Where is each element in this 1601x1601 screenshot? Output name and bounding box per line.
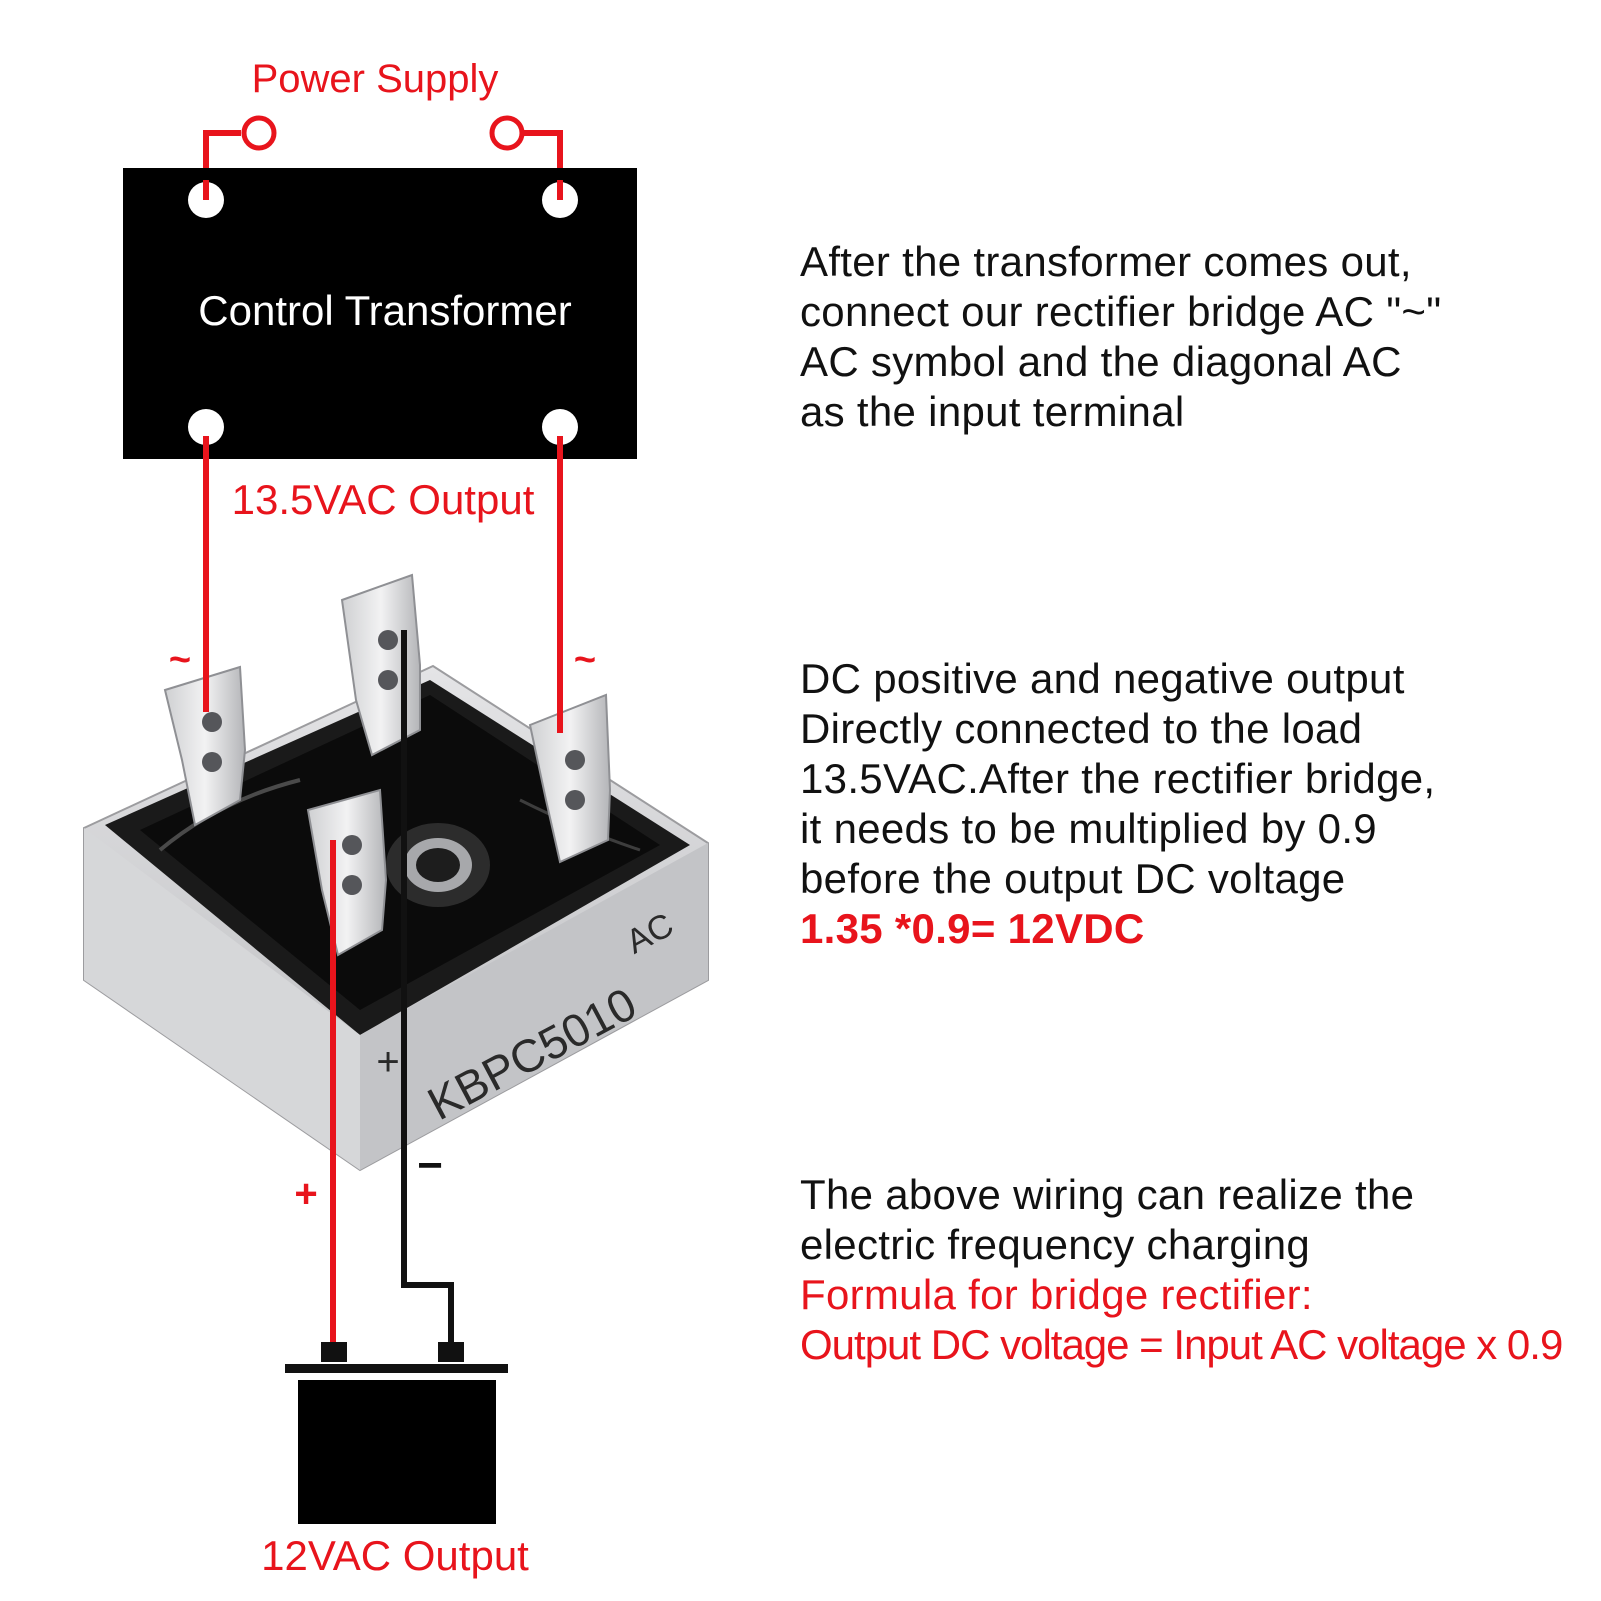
desc2-line-4: it needs to be multiplied by 0.9 [800, 805, 1377, 852]
description-block-2: DC positive and negative output Directly… [800, 654, 1435, 954]
ac-output-top-label: 13.5VAC Output [232, 476, 535, 523]
supply-terminal-right [489, 115, 525, 151]
bridge-pin-front [306, 788, 388, 957]
desc3-line-1: The above wiring can realize the [800, 1171, 1415, 1218]
dc-negative-wire [401, 630, 454, 1345]
tilde-right: ~ [574, 639, 596, 681]
desc1-line-2: connect our rectifier bridge AC "~" [800, 288, 1442, 335]
formula-text: Output DC voltage = Input AC voltage x 0… [800, 1321, 1563, 1368]
desc3-line-2: electric frequency charging [800, 1221, 1311, 1268]
desc2-line-5: before the output DC voltage [800, 855, 1346, 902]
description-block-3: The above wiring can realize the electri… [800, 1170, 1563, 1370]
tilde-left: ~ [169, 639, 191, 681]
description-block-1: After the transformer comes out, connect… [800, 237, 1441, 437]
formula-result: 1.35 *0.9= 12VDC [800, 905, 1145, 952]
transformer-terminal-bl [188, 409, 224, 445]
ac-input-wires [203, 436, 563, 733]
power-supply-label: Power Supply [252, 57, 499, 101]
minus-label: − [417, 1141, 443, 1190]
plus-label: + [294, 1172, 317, 1216]
desc2-line-3: 13.5VAC.After the rectifier bridge, [800, 755, 1436, 802]
bridge-pin-back [340, 573, 421, 757]
desc1-line-3: AC symbol and the diagonal AC [800, 338, 1402, 385]
bridge-pin-right [528, 693, 612, 864]
desc1-line-1: After the transformer comes out, [800, 238, 1412, 285]
desc1-line-4: as the input terminal [800, 388, 1185, 435]
desc2-line-1: DC positive and negative output [800, 655, 1405, 702]
bridge-plus-mark: + [376, 1040, 399, 1084]
supply-terminal-left [241, 115, 277, 151]
bridge-pin-left [163, 665, 247, 827]
formula-title: Formula for bridge rectifier: [800, 1271, 1313, 1318]
ac-output-bottom-label: 12VAC Output [261, 1532, 529, 1579]
transformer-terminal-br [542, 409, 578, 445]
battery-load [285, 1342, 508, 1524]
desc2-line-2: Directly connected to the load [800, 705, 1363, 752]
transformer-label: Control Transformer [198, 287, 571, 334]
